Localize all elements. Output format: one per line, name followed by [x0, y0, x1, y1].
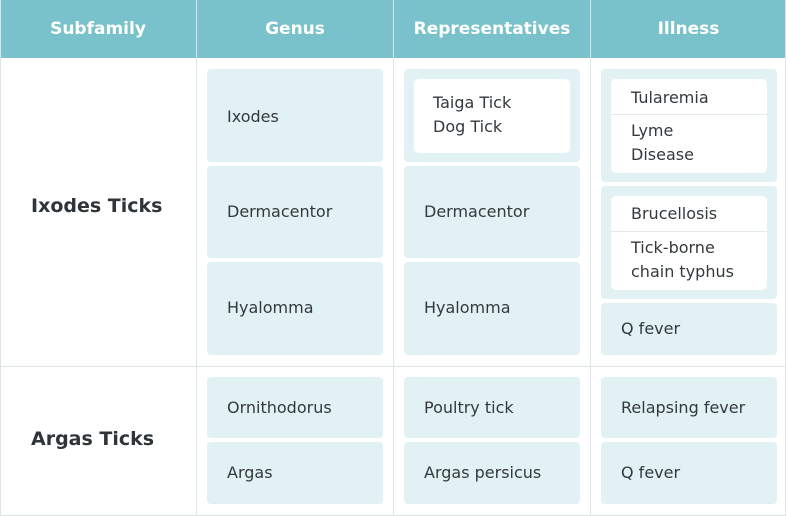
illness-cell [601, 377, 777, 438]
genus-cell [207, 262, 383, 355]
representatives-cell [404, 166, 580, 258]
header-subfamily: Subfamily [0, 0, 196, 58]
illness-q-fever: Q fever [621, 463, 681, 482]
column-divider [590, 0, 591, 516]
header-illness: Illness [591, 0, 786, 58]
genus-ixodes: Ixodes [227, 107, 279, 126]
genus-cell [207, 166, 383, 258]
header-representatives: Representatives [394, 0, 590, 58]
representatives-cell [404, 377, 580, 438]
header-illness-label: Illness [657, 19, 720, 39]
illness-cell [601, 303, 777, 355]
representatives-card [414, 79, 570, 153]
illness-cell [601, 442, 777, 504]
illness-brucellosis: Brucellosis [631, 204, 718, 223]
illness-relapsing-fever: Relapsing fever [621, 398, 746, 417]
illness-disease: Disease [631, 145, 694, 164]
column-divider [196, 0, 197, 516]
genus-ornithodorus: Ornithodorus [227, 398, 332, 417]
header-genus: Genus [197, 0, 393, 58]
header-representatives-label: Representatives [413, 19, 571, 39]
subfamily-ixodes-ticks: Ixodes Ticks [31, 195, 163, 217]
representative-poultry-tick: Poultry tick [424, 398, 514, 417]
genus-cell [207, 377, 383, 438]
illness-tick-borne: Tick-borne [631, 238, 715, 257]
representative-hyalomma: Hyalomma [424, 298, 511, 317]
header-genus-label: Genus [265, 19, 325, 39]
illness-divider [611, 231, 767, 232]
illness-tularemia: Tularemia [631, 88, 709, 107]
illness-card [611, 196, 767, 290]
representative-dermacentor: Dermacentor [424, 202, 530, 221]
header-subfamily-label: Subfamily [50, 19, 146, 39]
representatives-cell [404, 262, 580, 355]
table-border [0, 0, 1, 516]
genus-argas: Argas [227, 463, 273, 482]
row-divider [0, 366, 786, 367]
illness-lyme: Lyme [631, 121, 674, 140]
representative-taiga-tick: Taiga Tick [433, 93, 512, 112]
representatives-cell [404, 442, 580, 504]
illness-q-fever: Q fever [621, 319, 681, 338]
genus-dermacentor: Dermacentor [227, 202, 333, 221]
illness-card [611, 79, 767, 173]
genus-hyalomma: Hyalomma [227, 298, 314, 317]
illness-chain-typhus: chain typhus [631, 262, 734, 281]
genus-cell [207, 69, 383, 162]
genus-cell [207, 442, 383, 504]
subfamily-argas-ticks: Argas Ticks [31, 428, 155, 450]
column-divider [393, 0, 394, 516]
representative-dog-tick: Dog Tick [433, 117, 503, 136]
representative-argas-persicus: Argas persicus [424, 463, 542, 482]
illness-divider [611, 114, 767, 115]
